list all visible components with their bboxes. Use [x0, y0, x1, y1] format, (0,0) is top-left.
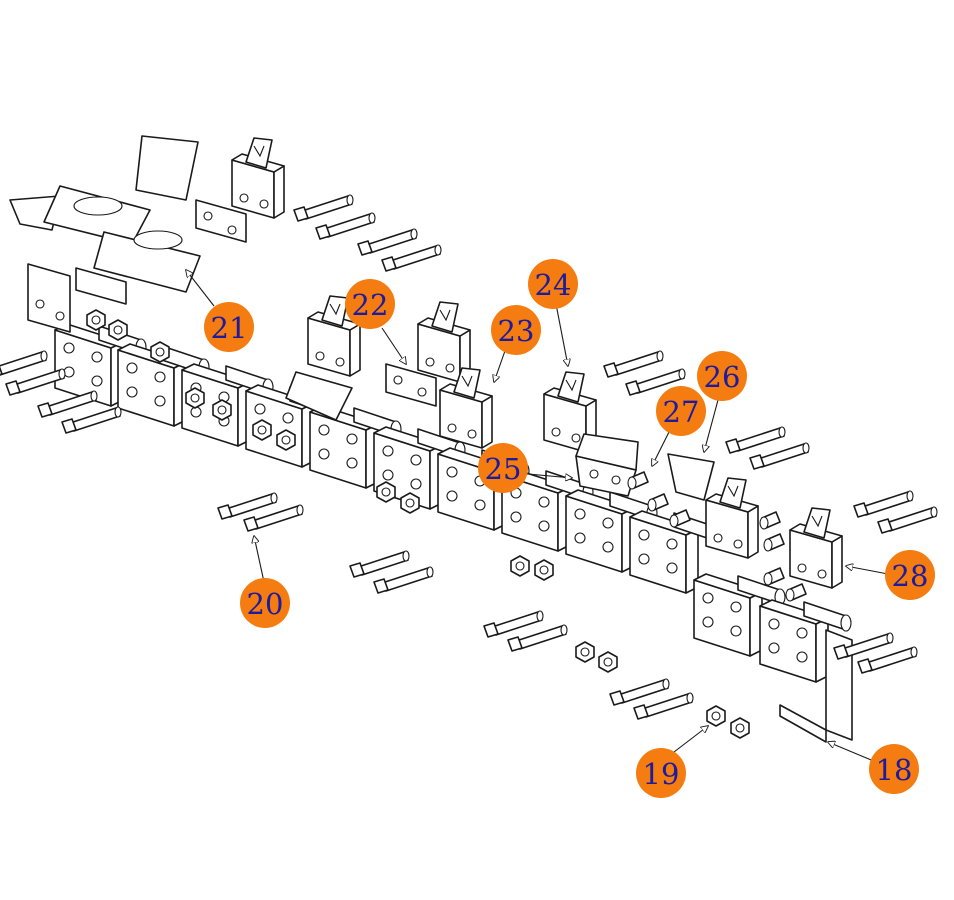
callout-label-25: 25 — [485, 452, 522, 486]
callout-21: 21 — [204, 302, 254, 352]
cutter-parts-22-23 — [285, 295, 493, 449]
callout-label-22: 22 — [352, 288, 389, 322]
callout-label-28: 28 — [892, 559, 929, 593]
callout-label-24: 24 — [535, 268, 572, 302]
callout-27: 27 — [656, 386, 706, 436]
callout-28: 28 — [885, 550, 935, 600]
bolts-20 — [217, 492, 304, 532]
callout-23: 23 — [491, 305, 541, 355]
callout-26: 26 — [697, 351, 747, 401]
leader-lines — [186, 270, 889, 763]
callout-25: 25 — [478, 443, 528, 493]
cutter-parts-24-27 — [543, 371, 785, 559]
callout-label-21: 21 — [211, 311, 248, 345]
callout-18: 18 — [869, 744, 919, 794]
bolts-top — [293, 194, 442, 272]
callout-24: 24 — [528, 259, 578, 309]
callout-19: 19 — [636, 748, 686, 798]
callout-label-18: 18 — [876, 753, 913, 787]
nuts-19 — [706, 705, 750, 739]
callout-20: 20 — [240, 578, 290, 628]
callout-22: 22 — [345, 279, 395, 329]
callout-label-23: 23 — [498, 314, 535, 348]
callout-label-27: 27 — [663, 395, 700, 429]
cutter-assembly-21 — [9, 135, 285, 333]
callout-label-20: 20 — [247, 587, 284, 621]
callout-label-19: 19 — [643, 757, 680, 791]
callout-label-26: 26 — [704, 360, 741, 394]
